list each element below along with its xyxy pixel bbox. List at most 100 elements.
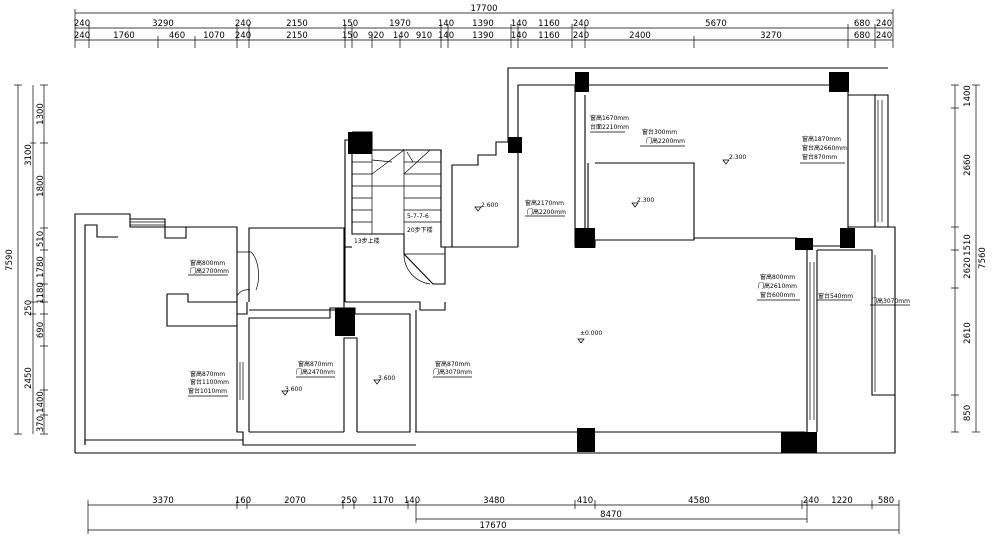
stair-down-label: 20步下楼 [407, 226, 433, 234]
dim-top2-7: 150 [342, 31, 358, 41]
note-11: 门高3070mm [871, 297, 910, 305]
dim-top-7: 140 [438, 19, 454, 29]
dim-top2-19: 240 [876, 31, 892, 41]
dim-bottom-6: 140 [404, 496, 420, 506]
note-8-line1: 窗高870mm [435, 360, 470, 368]
dim-top2-2: 1760 [113, 31, 135, 41]
dim-top2-8: 920 [368, 31, 384, 41]
dim-top2-5: 240 [235, 31, 251, 41]
note-8-line2: 门高3070mm [433, 368, 472, 376]
note-1-line1: 窗高1670mm [590, 114, 629, 122]
dim-bottom-7: 3480 [483, 496, 505, 506]
dim-left-7: 250 [24, 300, 34, 316]
dim-top2-16: 2400 [629, 31, 651, 41]
dim-left-3: 1800 [36, 175, 46, 197]
dim-right-1: 1400 [963, 85, 973, 107]
bottom-dimensions: 3370 160 2070 250 1170 140 3480 410 4580… [87, 496, 900, 534]
dim-top-6: 1970 [389, 19, 411, 29]
dim-top-4: 2150 [286, 19, 308, 29]
level-3: 2.300 [729, 154, 746, 161]
note-6-line3: 窗台1010mm [188, 387, 227, 395]
note-9-line2: 门高2610mm [758, 282, 797, 290]
dim-bottom-total: 17670 [479, 521, 506, 531]
dim-left-11: 370 [36, 416, 46, 432]
dim-bottom-3: 2070 [284, 496, 306, 506]
dim-top2-17: 3270 [760, 31, 782, 41]
note-4-line2: 窗台高2660mm [802, 144, 847, 152]
note-1-line2: 台面2210mm [590, 123, 629, 131]
annotations: 窗高1670mm 台面2210mm 窗台300mm 门高2200mm 窗高217… [188, 114, 910, 397]
dim-top-total: 17700 [470, 4, 497, 14]
dim-left-8: 690 [36, 322, 46, 338]
dim-top-10: 1160 [538, 19, 560, 29]
dim-left-total: 7590 [5, 249, 15, 271]
note-5-line2: 门高2700mm [190, 267, 229, 275]
walls [74, 67, 896, 454]
dim-right-3: 1510 [963, 234, 973, 256]
note-9-line3: 窗台600mm [760, 291, 795, 299]
level-marks: 2.600 2.300 2.300 ±0.000 3.600 3.600 [281, 154, 746, 396]
dim-top-1: 240 [74, 19, 90, 29]
dim-right-6: 850 [963, 405, 973, 421]
dim-bottom-1: 3370 [152, 496, 174, 506]
note-3-line1: 窗高2170mm [525, 199, 564, 207]
windows [130, 100, 883, 420]
note-5-line1: 窗高800mm [190, 259, 225, 267]
dim-top-12: 5670 [705, 19, 727, 29]
note-4-line1: 窗高1870mm [802, 135, 841, 143]
dim-bottom-mid: 8470 [600, 510, 622, 520]
dim-top2-6: 2150 [286, 31, 308, 41]
dim-top-14: 240 [876, 19, 892, 29]
dim-left-9: 2450 [24, 367, 34, 389]
left-dimensions: 7590 1300 3100 1800 510 1780 1180 250 69… [5, 84, 48, 435]
dim-bottom-5: 1170 [372, 496, 394, 506]
level-5: 3.600 [285, 386, 302, 393]
structural-columns [335, 72, 855, 453]
dim-top2-13: 140 [511, 31, 527, 41]
dim-top-2: 3290 [152, 19, 174, 29]
dim-top2-4: 1070 [203, 31, 225, 41]
level-4: ±0.000 [580, 330, 602, 337]
dim-left-5: 1780 [36, 256, 46, 278]
dim-top-8: 1390 [472, 19, 494, 29]
dim-top2-14: 1160 [538, 31, 560, 41]
dim-left-10: 1400 [36, 391, 46, 413]
stair-up-label: 13步上楼 [354, 237, 380, 245]
stair-dims-label: 5-7-7-6 [407, 213, 429, 220]
level-2: 2.300 [637, 197, 654, 204]
dim-top-13: 680 [854, 19, 870, 29]
dim-top2-18: 680 [854, 31, 870, 41]
note-4-line3: 窗台870mm [802, 153, 837, 161]
dim-bottom-9: 4580 [688, 496, 710, 506]
dim-top2-12: 1390 [472, 31, 494, 41]
dim-top2-10: 910 [416, 31, 432, 41]
staircase: 13步上楼 20步下楼 5-7-7-6 [352, 149, 441, 245]
note-9-line1: 窗高800mm [760, 273, 795, 281]
note-6-line1: 窗高870mm [190, 370, 225, 378]
dim-left-6: 1180 [36, 282, 46, 304]
level-1: 2.600 [481, 202, 498, 209]
note-7-line2: 门高2470mm [296, 368, 335, 376]
dim-bottom-12: 580 [878, 496, 894, 506]
dim-top2-9: 140 [393, 31, 409, 41]
dim-top2-1: 240 [74, 31, 90, 41]
doors [236, 251, 445, 297]
dim-right-total: 7560 [978, 247, 988, 269]
note-6-line2: 窗台1100mm [190, 378, 229, 386]
dim-right-4: 2620 [963, 257, 973, 279]
note-3-line2: 门高2200mm [527, 208, 566, 216]
note-2-line1: 窗台300mm [642, 128, 677, 136]
dim-top-11: 240 [573, 19, 589, 29]
dim-top2-15: 240 [573, 31, 589, 41]
dim-top2-11: 140 [438, 31, 454, 41]
dim-bottom-2: 160 [235, 496, 251, 506]
dim-bottom-8: 410 [577, 496, 593, 506]
dim-bottom-4: 250 [341, 496, 357, 506]
dim-left-2: 3100 [24, 144, 34, 166]
top-dimensions: 17700 240 3290 240 2150 150 1970 140 139… [74, 4, 894, 48]
dim-left-1: 1300 [36, 103, 46, 125]
dim-bottom-10: 240 [803, 496, 819, 506]
dim-top-3: 240 [235, 19, 251, 29]
note-2-line2: 门高2200mm [646, 137, 685, 145]
